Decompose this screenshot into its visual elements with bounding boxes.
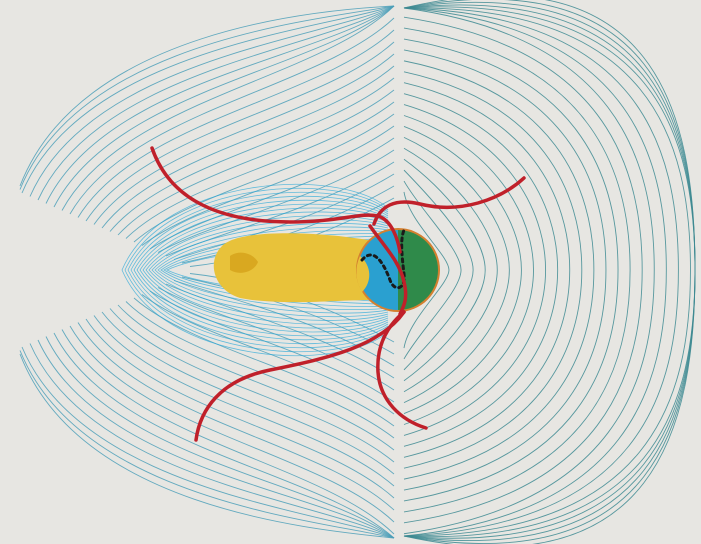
plasma-tail: [214, 233, 368, 302]
